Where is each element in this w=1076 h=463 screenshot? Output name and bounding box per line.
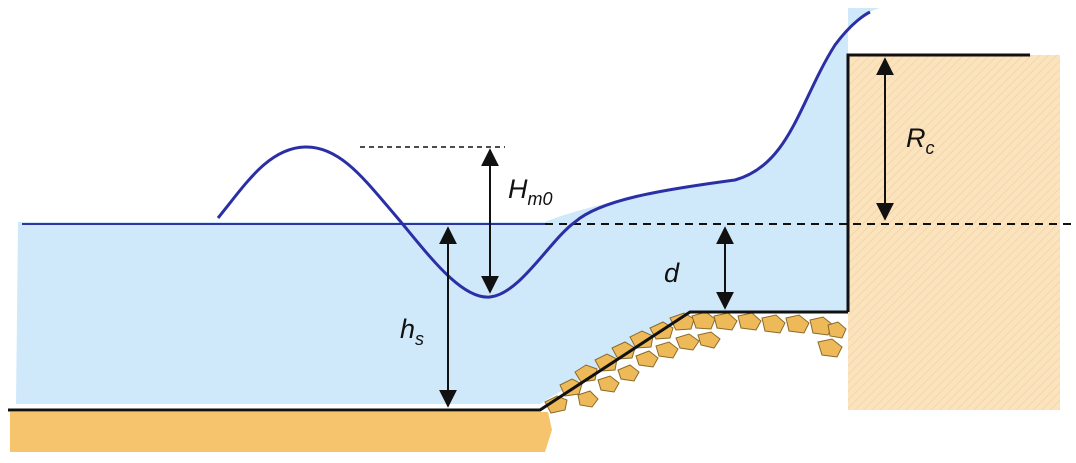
toe-depth-label: d	[664, 258, 680, 288]
seabed-line	[8, 310, 848, 412]
freeboard-label: Rc	[906, 123, 935, 158]
wave-profile	[216, 10, 871, 299]
crown-wall	[848, 55, 1060, 410]
water-body	[16, 8, 880, 404]
water-depth-label: hs	[400, 314, 424, 349]
seabed-sand	[10, 412, 552, 452]
rock-berm	[544, 311, 847, 414]
wave-height-label: Hm0	[508, 174, 553, 209]
crown-wall-outline	[846, 53, 1030, 312]
